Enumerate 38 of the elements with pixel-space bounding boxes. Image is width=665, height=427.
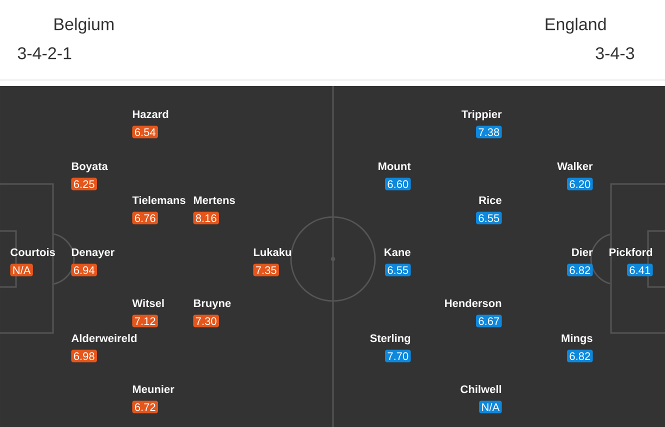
rating-badge: N/A	[479, 400, 502, 414]
rating-badge: 7.35	[253, 264, 280, 276]
rating-badge: 6.72	[132, 400, 158, 414]
rating-badge: 6.98	[71, 350, 98, 362]
player-name: Witsel	[132, 299, 164, 308]
player-name: Trippier	[462, 110, 502, 120]
player-name: Henderson	[445, 299, 502, 308]
formation-label: 3-4-3	[596, 47, 634, 60]
player-name: Alderweireld	[71, 334, 136, 342]
rating-badge: 7.12	[132, 314, 158, 328]
rating-badge: 6.76	[132, 212, 158, 224]
formation-label: 3-4-2-1	[18, 47, 72, 60]
rating-badge: 7.30	[193, 314, 220, 328]
player-name: Mings	[562, 334, 592, 344]
player-name: Tielemans	[132, 196, 186, 204]
player-name: Walker	[557, 162, 593, 170]
player-name: Lukaku	[254, 248, 291, 256]
rating-badge: 6.54	[132, 126, 158, 138]
player-name: Hazard	[132, 110, 168, 118]
team-name: Belgium	[54, 18, 114, 34]
player-name: Sterling	[370, 334, 410, 344]
team-name: England	[546, 18, 606, 34]
player-name: Chilwell	[460, 385, 502, 394]
player-name: Mertens	[194, 196, 235, 204]
player-name: Mount	[378, 162, 411, 170]
player-name: Meunier	[132, 385, 174, 394]
player-name: Pickford	[610, 248, 652, 256]
player-name: Bruyne	[194, 299, 231, 310]
player-name: Kane	[384, 248, 410, 256]
player-name: Denayer	[72, 248, 114, 258]
rating-badge: N/A	[10, 264, 33, 276]
player-name: Rice	[479, 196, 502, 204]
rating-badge: 6.94	[71, 264, 98, 276]
rating-badge: 6.25	[71, 178, 98, 190]
player-name: Boyata	[72, 162, 108, 172]
rating-badge: 8.16	[193, 212, 220, 224]
player-name: Courtois	[10, 248, 55, 256]
player-name: Dier	[572, 248, 593, 256]
